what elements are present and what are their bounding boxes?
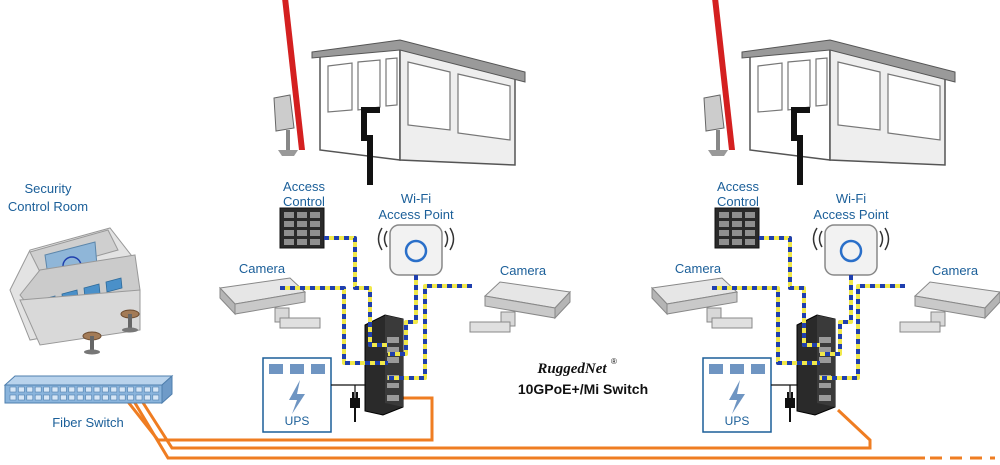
access-control-label-line1: Access [717, 179, 759, 194]
cctv-camera-icon [219, 277, 321, 329]
fiber-switch-port [85, 386, 92, 393]
fiber-link-left-switch [123, 396, 434, 442]
access-control-label-line2: Control [717, 194, 759, 209]
fiber-switch-port [93, 386, 101, 393]
fiber-switch-port [60, 386, 67, 393]
brand-name: RuggedNet [536, 361, 607, 377]
control-room-label-line1: Security [25, 181, 72, 196]
camera-label: Camera [500, 263, 547, 278]
fiber-switch-port [152, 394, 160, 401]
camera-label: Camera [239, 261, 286, 276]
fiber-switch-port [26, 386, 34, 393]
fiber-switch-port [76, 386, 84, 393]
poe-cable-stripe [388, 275, 418, 356]
fiber-switch-port [68, 394, 76, 401]
rack-switch-icon [3, 374, 174, 405]
fiber-switch-port [135, 394, 143, 401]
site-left: Access Control Wi-Fi Access Point Camera… [219, 0, 571, 433]
fiber-switch-port [144, 386, 151, 393]
cctv-camera-icon [651, 277, 753, 329]
fiber-switch-port [118, 394, 126, 401]
brand-registered-mark: ® [611, 357, 617, 366]
poe-cable-stripe [759, 236, 820, 347]
fiber-switch-port [34, 386, 42, 393]
fiber-switch-port [85, 394, 92, 401]
poe-cable-stripe [388, 284, 472, 380]
fiber-switch-port [18, 394, 25, 401]
fiber-switch-port [51, 394, 59, 401]
poe-cable-stripe [820, 284, 905, 380]
camera-label: Camera [932, 263, 979, 278]
fiber-switch-port [43, 394, 50, 401]
fiber-switch-port [51, 386, 59, 393]
fiber-switch-port [110, 386, 118, 393]
fiber-link-extended [130, 397, 925, 460]
fiber-switch-port [9, 394, 17, 401]
fiber-switch-port [34, 394, 42, 401]
keypad-icon [714, 207, 760, 249]
fiber-switch-port [18, 386, 25, 393]
fiber-switch-port [93, 394, 101, 401]
access-control-label-line1: Access [283, 179, 325, 194]
fiber-switch-port [9, 386, 17, 393]
switch-model-label: 10GPoE+/Mi Switch [518, 381, 648, 397]
fiber-switch-port [118, 386, 126, 393]
fiber-switch-port [110, 394, 118, 401]
fiber-switch-port [26, 394, 34, 401]
fiber-switch-port [60, 394, 67, 401]
fiber-switch-port [135, 386, 143, 393]
fiber-switch-port [43, 386, 50, 393]
fiber-cables [123, 396, 995, 460]
poe-cable [324, 236, 388, 347]
access-control-label-line2: Control [283, 194, 325, 209]
poe-cable-stripe [280, 286, 388, 365]
wifi-label-line2: Access Point [378, 207, 454, 222]
fiber-switch-port [152, 386, 160, 393]
guard-booth-icon [274, 0, 525, 185]
control-room-label-line2: Control Room [8, 199, 88, 214]
wifi-access-point-icon [377, 223, 455, 277]
fiber-switch-port [144, 394, 151, 401]
security-console-icon [9, 227, 141, 355]
guard-booth-icon [704, 0, 955, 185]
fiber-link-right-switch [138, 397, 872, 450]
poe-cable-stripe [820, 275, 853, 356]
ups-label: UPS [725, 414, 750, 428]
fiber-switch-port [68, 386, 76, 393]
fiber-switch-label: Fiber Switch [52, 415, 124, 430]
wifi-label-line1: Wi-Fi [836, 191, 866, 206]
cctv-camera-icon [469, 281, 571, 333]
camera-label: Camera [675, 261, 722, 276]
fiber-switch-port [76, 394, 84, 401]
fiber-switch-port [127, 394, 134, 401]
keypad-icon [279, 207, 325, 249]
wifi-label-line2: Access Point [813, 207, 889, 222]
wifi-access-point-icon [812, 223, 890, 277]
fiber-switch-port [102, 386, 109, 393]
fiber-switch-port [102, 394, 109, 401]
site-right: Access Control Wi-Fi Access Point Camera… [651, 0, 1000, 433]
wifi-label-line1: Wi-Fi [401, 191, 431, 206]
cctv-camera-icon [899, 281, 1000, 333]
fiber-switch-port [127, 386, 134, 393]
ups-label: UPS [285, 414, 310, 428]
poe-cable-stripe [712, 286, 820, 365]
